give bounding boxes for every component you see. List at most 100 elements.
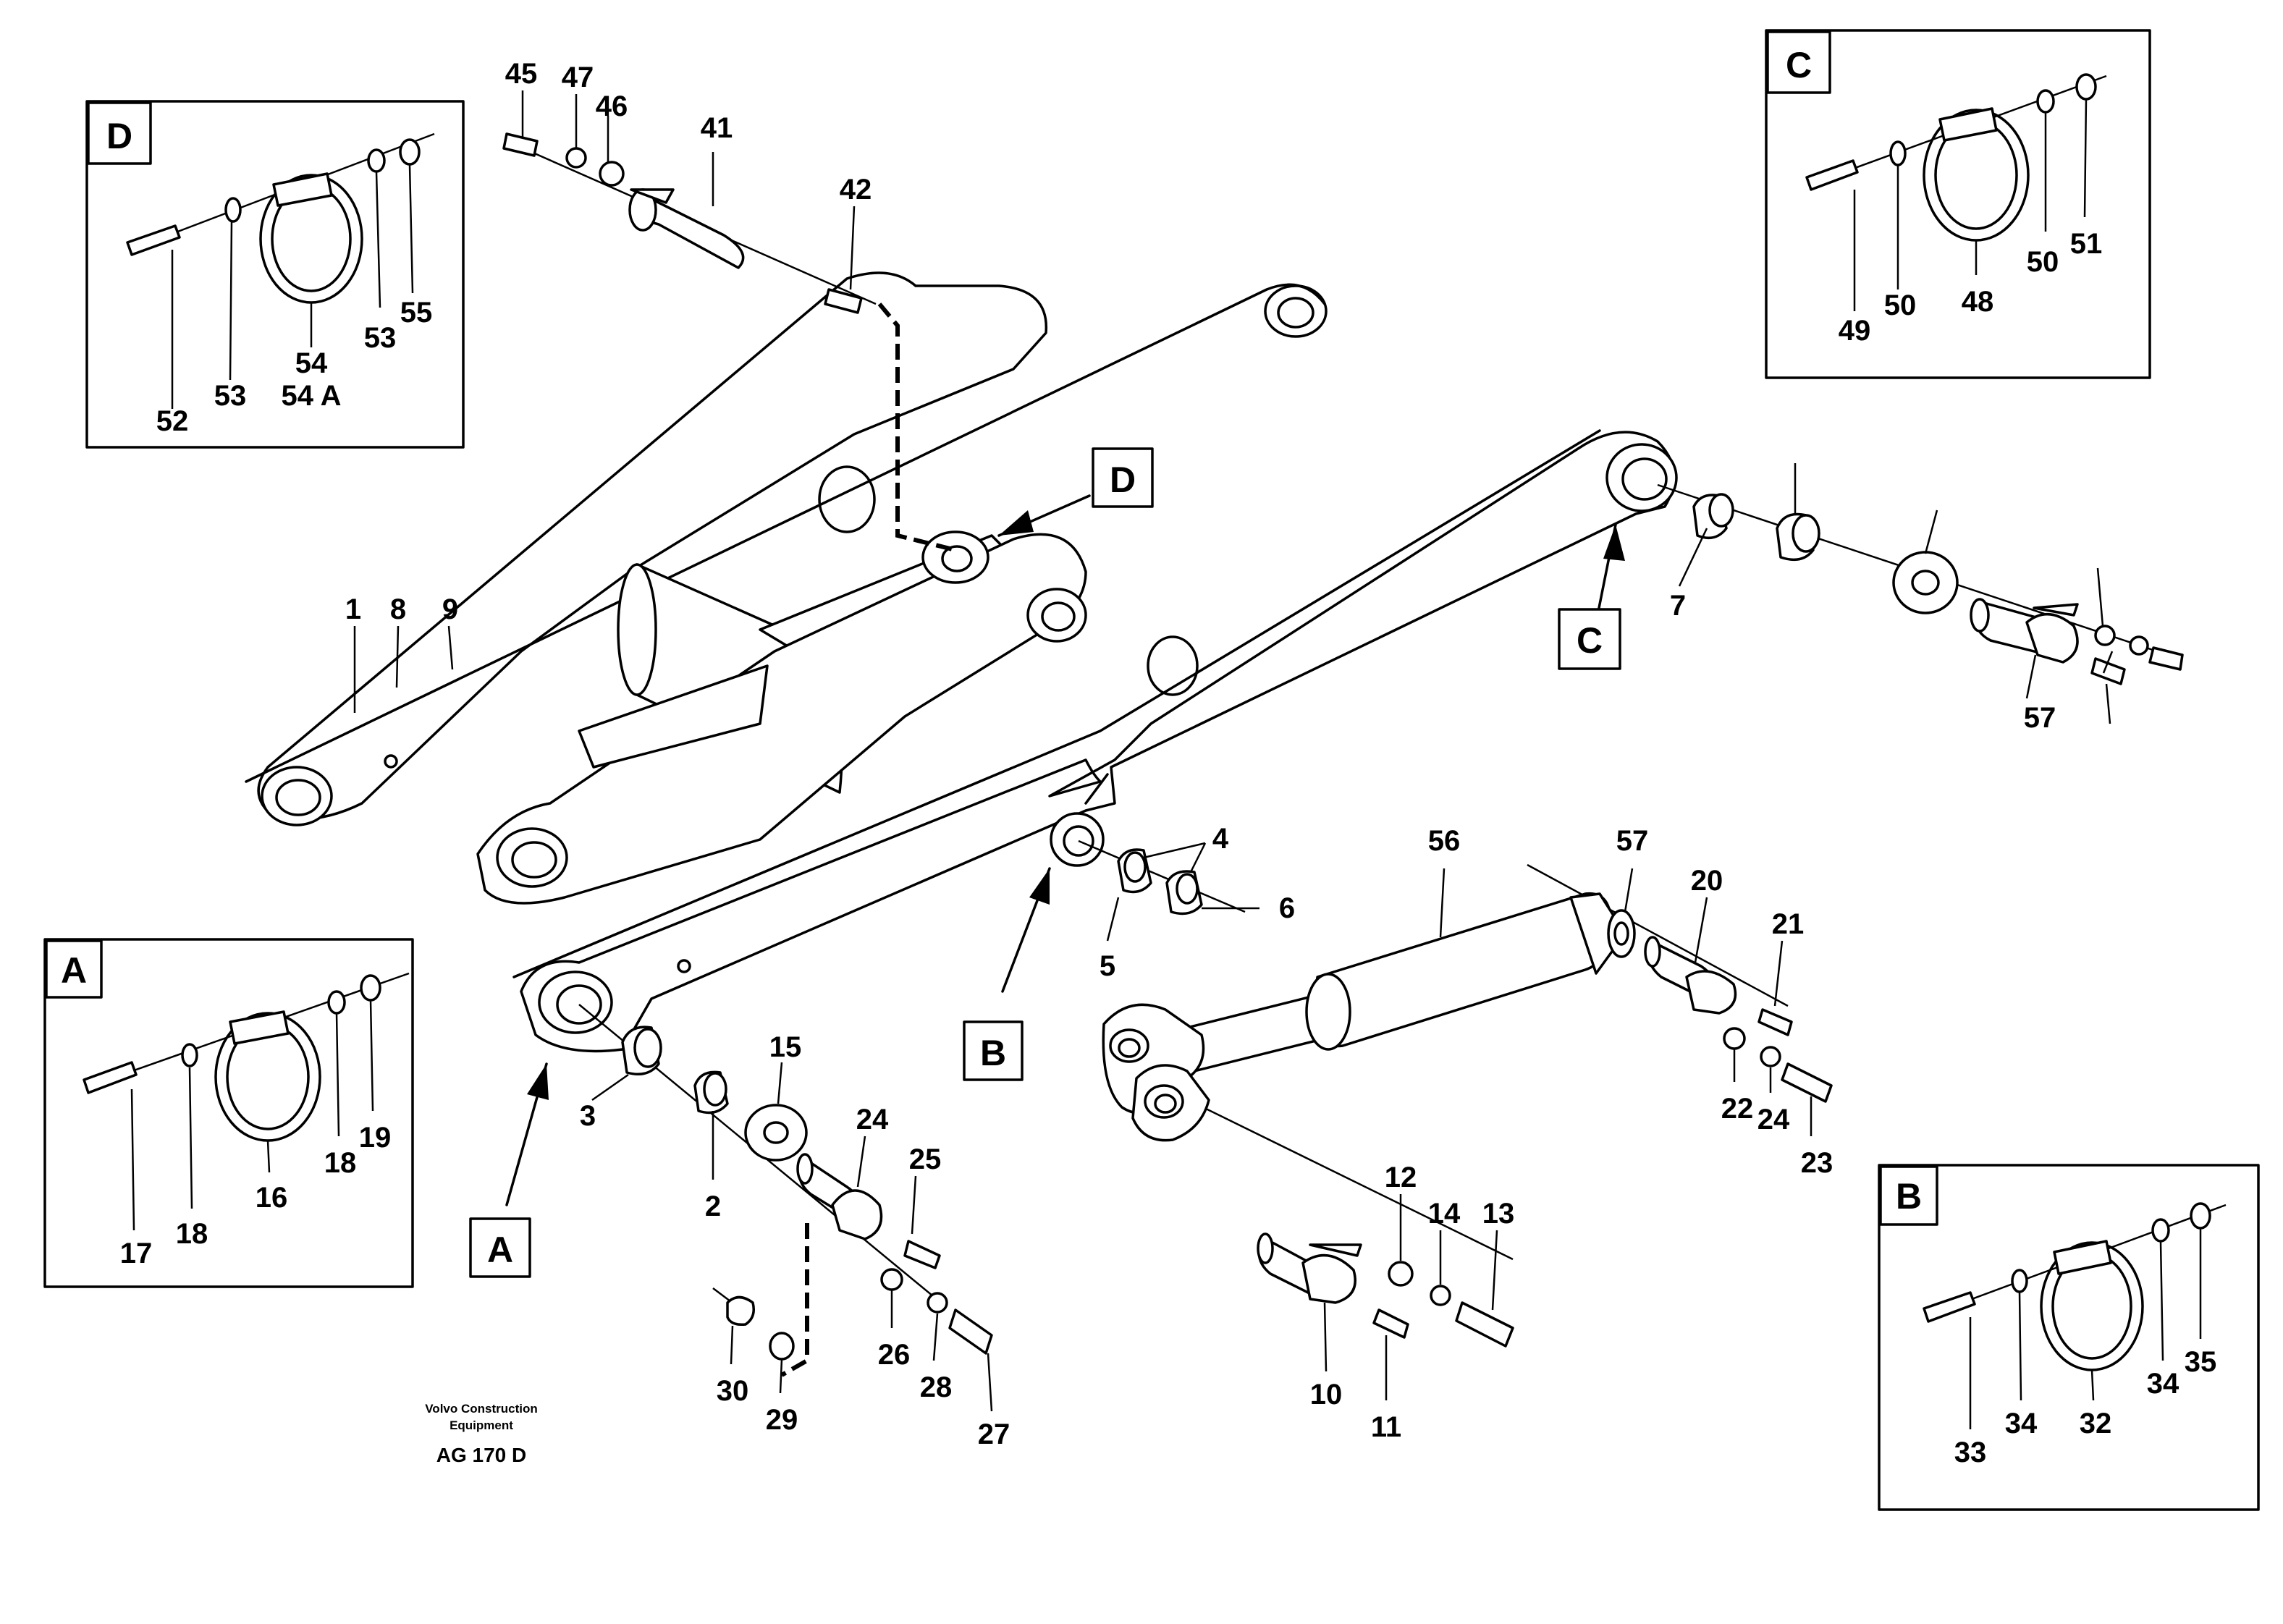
label-50: 50 xyxy=(1884,289,1917,321)
label-7: 7 xyxy=(1670,590,1686,622)
crank-pivot xyxy=(1026,588,1087,643)
label-11: 11 xyxy=(1371,1411,1401,1443)
inset-d-tag xyxy=(87,101,152,165)
label-53: 53 xyxy=(364,322,397,354)
label-39: 45 xyxy=(505,58,538,90)
callout-d-letter: D xyxy=(1110,460,1136,500)
label-10: 10 xyxy=(1310,1379,1343,1411)
lift-cylinder-assembly: 56 57 20 21 22 24 23 12 14 13 10 11 xyxy=(1102,825,1833,1443)
pin-assembly-c: 7 57 xyxy=(1657,463,2184,734)
label-33: 33 xyxy=(1954,1437,1987,1468)
callout-a-letter: A xyxy=(487,1230,513,1270)
bolt-icon xyxy=(83,1061,138,1094)
callout-c: C xyxy=(1558,523,1625,670)
label-27: 26 xyxy=(878,1339,911,1371)
label-19: 19 xyxy=(359,1122,392,1154)
spacer-washer-icon xyxy=(744,1104,808,1162)
callout-d-box xyxy=(1092,447,1154,508)
label-50: 50 xyxy=(2027,246,2059,278)
label-3: 3 xyxy=(580,1100,596,1132)
label-31: 30 xyxy=(717,1375,749,1407)
label-49: 49 xyxy=(1839,315,1871,347)
rear-arm-hole xyxy=(818,465,876,533)
nut-icon xyxy=(399,138,421,166)
label-18: 18 xyxy=(324,1147,357,1179)
clamp-lug-icon xyxy=(1938,107,1998,142)
frame-labels: 1 8 9 xyxy=(345,593,458,713)
label-18: 18 xyxy=(176,1218,208,1250)
grease-nipple-icon xyxy=(1757,1008,1793,1036)
label-6: 6 xyxy=(1279,892,1295,924)
cylinder-barrel xyxy=(1312,892,1613,1048)
label-20: 20 xyxy=(1691,865,1723,897)
lock-plate-icon xyxy=(831,1189,883,1240)
clamp-lug-icon xyxy=(2053,1240,2112,1275)
bolt-icon xyxy=(2148,646,2184,671)
label-22: 22 xyxy=(1721,1093,1754,1125)
callout-b-box xyxy=(963,1020,1024,1081)
label-25: 24 xyxy=(856,1104,889,1135)
label-55: 55 xyxy=(400,297,433,329)
inset-b-letter: B xyxy=(1896,1176,1922,1217)
clamp-lug-icon xyxy=(229,1010,290,1045)
label-15: 15 xyxy=(769,1031,802,1063)
inset-a-frame xyxy=(43,938,414,1288)
callout-a: A xyxy=(469,1062,549,1278)
label-4: 4 xyxy=(1212,823,1229,855)
washer-icon xyxy=(181,1043,198,1067)
clamp-lug-icon xyxy=(272,172,333,207)
callout-d: D xyxy=(997,447,1154,537)
grease-nipple-icon xyxy=(2090,657,2126,685)
manufacturer-sub: Equipment xyxy=(450,1418,513,1432)
washer-icon xyxy=(565,147,587,169)
label-41: 57 xyxy=(2024,702,2056,734)
label-34: 34 xyxy=(2005,1408,2038,1439)
washer-icon xyxy=(1889,140,1907,166)
inset-c-frame xyxy=(1765,29,2151,379)
pin-assembly-top: 45 47 46 41 42 xyxy=(502,58,956,552)
label-54a: 54 A xyxy=(281,380,341,412)
inset-b-frame xyxy=(1878,1164,2260,1511)
label-28: 27 xyxy=(978,1418,1010,1450)
callout-c-letter: C xyxy=(1577,620,1603,661)
bolt-icon xyxy=(1805,159,1859,191)
label-13: 13 xyxy=(1482,1198,1515,1230)
washer-icon xyxy=(880,1268,903,1291)
label-26: 25 xyxy=(909,1143,942,1175)
rear-arm-pivot xyxy=(1264,284,1328,338)
inset-c: C 49 50 50 48 51 xyxy=(1765,29,2151,379)
nut-icon xyxy=(769,1332,795,1361)
inset-a-letter: A xyxy=(61,950,87,991)
label-38: 46 xyxy=(596,90,628,122)
front-arm-hole xyxy=(1147,635,1199,696)
callout-c-box xyxy=(1558,608,1621,670)
washer-icon xyxy=(2151,1218,2170,1243)
label-30: 29 xyxy=(766,1404,798,1436)
washer-icon xyxy=(927,1292,948,1314)
inset-d-letter: D xyxy=(106,116,132,156)
grease-nipple-icon xyxy=(824,288,863,314)
nut-icon xyxy=(2190,1202,2211,1230)
label-21: 21 xyxy=(1772,908,1805,940)
washer-icon xyxy=(2011,1269,2028,1293)
washer-icon xyxy=(1388,1261,1414,1287)
label-34: 34 xyxy=(2147,1368,2179,1400)
label-24: 24 xyxy=(1757,1104,1790,1135)
washer-icon xyxy=(327,990,346,1015)
leader-dashed-d xyxy=(877,303,956,552)
spherical-bearing-icon xyxy=(1607,909,1636,958)
boom-frame xyxy=(245,271,1678,1053)
bolt-icon xyxy=(948,1308,993,1355)
label-53: 53 xyxy=(214,380,247,412)
lock-plate-icon xyxy=(1301,1253,1356,1304)
bolt-icon xyxy=(1781,1062,1833,1103)
label-29: 28 xyxy=(920,1371,953,1403)
inset-c-tag xyxy=(1766,30,1831,94)
label-40: 47 xyxy=(562,62,594,93)
washer-icon xyxy=(1760,1046,1781,1067)
nut-icon xyxy=(360,974,381,1002)
label-51: 51 xyxy=(2070,228,2103,260)
label-36: 41 xyxy=(701,112,733,144)
bolt-icon xyxy=(502,132,539,157)
